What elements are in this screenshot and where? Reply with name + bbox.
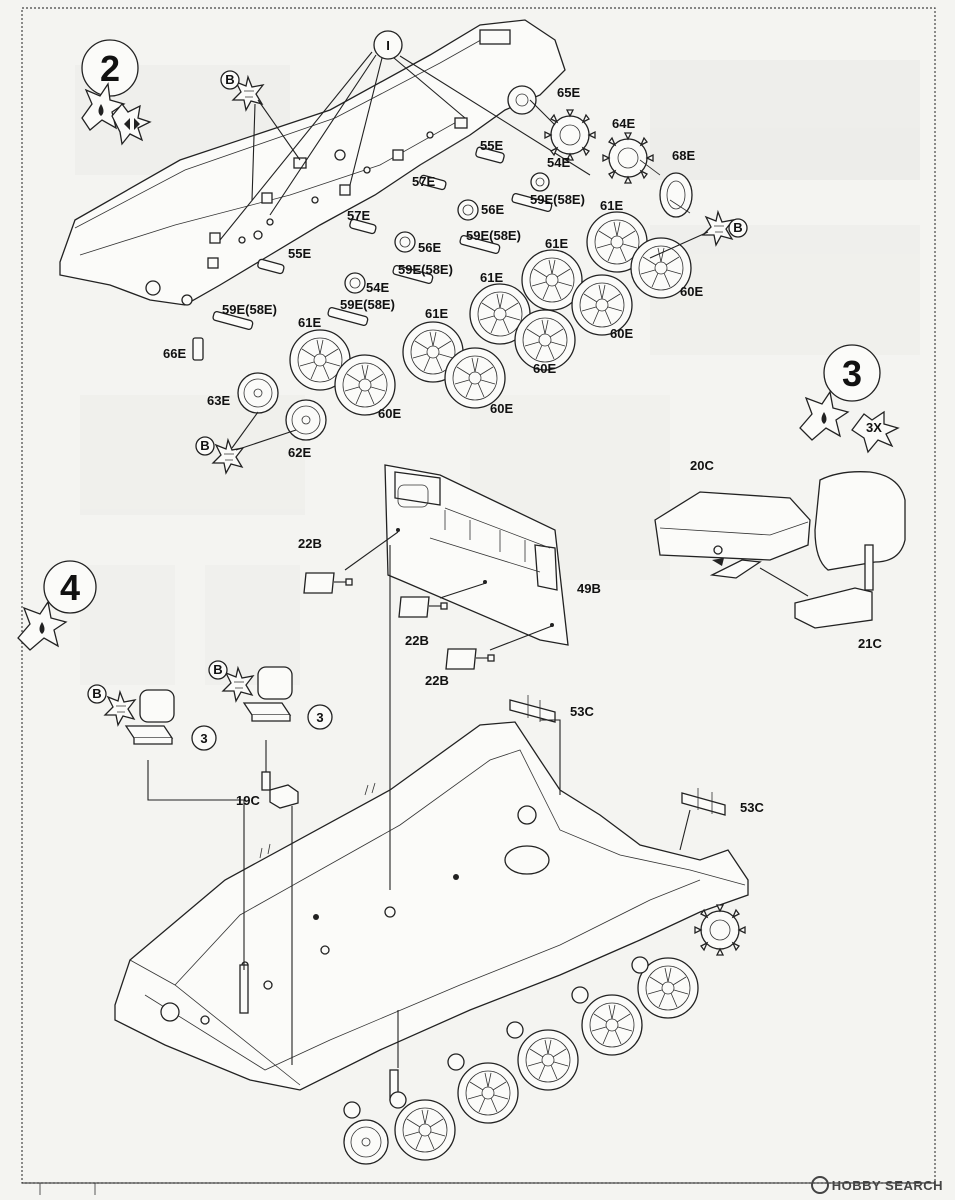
- svg-text:61E: 61E: [480, 270, 503, 285]
- hull-wheel-4: [457, 1062, 519, 1124]
- hull-idler: [343, 1119, 389, 1165]
- marker-b-4: B: [87, 684, 107, 704]
- marker-b-star-icon: [104, 691, 136, 726]
- svg-text:B: B: [733, 220, 742, 235]
- marker-b-5: B: [208, 660, 228, 680]
- seat-number-b: 3: [307, 704, 333, 730]
- svg-text:4: 4: [60, 567, 80, 608]
- svg-text:B: B: [92, 686, 101, 701]
- svg-text:3: 3: [316, 710, 323, 725]
- idler-wheel-62e: [285, 399, 327, 441]
- svg-text:I: I: [386, 38, 390, 53]
- svg-text:57E: 57E: [412, 174, 435, 189]
- bracket-53c-a: [509, 695, 556, 723]
- svg-text:61E: 61E: [600, 198, 623, 213]
- svg-text:56E: 56E: [481, 202, 504, 217]
- marker-b-3: B: [195, 436, 215, 456]
- part-labels-step2: 65E 64E 68E 55E 54E 57E 56E 59E(58E) 61E…: [163, 85, 703, 460]
- hull-wheel-5: [394, 1099, 456, 1161]
- plate-22b-c: [445, 648, 495, 670]
- label-20c: 20C: [690, 458, 714, 473]
- idler-wheel-63e: [237, 372, 279, 414]
- hull-side-step2: [59, 19, 566, 306]
- svg-text:B: B: [200, 438, 209, 453]
- sprocket-65e: [544, 109, 596, 161]
- svg-text:54E: 54E: [366, 280, 389, 295]
- label-19c: 19C: [236, 793, 260, 808]
- svg-text:60E: 60E: [490, 401, 513, 416]
- watermark-logo-icon: [810, 1176, 829, 1194]
- suspension-arms: [192, 146, 553, 361]
- marker-b-2: B: [728, 218, 748, 238]
- svg-text:63E: 63E: [207, 393, 230, 408]
- svg-text:59E(58E): 59E(58E): [466, 228, 521, 243]
- road-wheel-60e-d: [444, 347, 506, 409]
- svg-text:3: 3: [842, 353, 862, 394]
- svg-text:64E: 64E: [612, 116, 635, 131]
- leader-lines-top: [219, 51, 591, 241]
- svg-text:60E: 60E: [533, 361, 556, 376]
- svg-text:56E: 56E: [418, 240, 441, 255]
- seat-20c-21c: [654, 471, 906, 629]
- svg-text:62E: 62E: [288, 445, 311, 460]
- svg-text:61E: 61E: [545, 236, 568, 251]
- plate-22b-b: [398, 596, 448, 618]
- svg-text:B: B: [213, 662, 222, 677]
- svg-text:3: 3: [200, 731, 207, 746]
- svg-text:55E: 55E: [480, 138, 503, 153]
- step-3-badge: 3 3X: [799, 344, 900, 454]
- svg-text:B: B: [225, 72, 234, 87]
- bracket-19c: [261, 771, 299, 809]
- svg-text:60E: 60E: [378, 406, 401, 421]
- svg-text:22B: 22B: [298, 536, 322, 551]
- svg-text:22B: 22B: [425, 673, 449, 688]
- bracket-53c-b: [681, 788, 726, 816]
- hull-wheel-3: [517, 1029, 579, 1091]
- leader-lines-step4: [147, 545, 691, 1068]
- svg-text:49B: 49B: [577, 581, 601, 596]
- label-53c-a: 53C: [570, 704, 594, 719]
- label-53c-b: 53C: [740, 800, 764, 815]
- svg-text:3X: 3X: [866, 420, 882, 435]
- hull-arms: [343, 956, 649, 1119]
- svg-text:66E: 66E: [163, 346, 186, 361]
- multiplier-star-icon: [851, 410, 900, 454]
- svg-text:54E: 54E: [547, 155, 570, 170]
- svg-text:60E: 60E: [680, 284, 703, 299]
- substep-I: I: [373, 30, 403, 60]
- paint-star-icon: [111, 102, 152, 146]
- plate-22b-a: [303, 572, 353, 594]
- step-4-badge: 4: [17, 560, 97, 651]
- label-21c: 21C: [858, 636, 882, 651]
- sprocket-hull: [694, 904, 746, 956]
- svg-text:59E(58E): 59E(58E): [222, 302, 277, 317]
- svg-text:61E: 61E: [425, 306, 448, 321]
- svg-text:68E: 68E: [672, 148, 695, 163]
- hull-main-step4: [114, 721, 749, 1101]
- svg-text:55E: 55E: [288, 246, 311, 261]
- svg-text:61E: 61E: [298, 315, 321, 330]
- svg-text:59E(58E): 59E(58E): [398, 262, 453, 277]
- marker-b-1: B: [220, 70, 240, 90]
- svg-text:22B: 22B: [405, 633, 429, 648]
- step-2-badge: 2: [81, 39, 152, 146]
- sprocket-64e: [602, 132, 654, 184]
- svg-text:65E: 65E: [557, 85, 580, 100]
- hull-wheel-2: [581, 994, 643, 1056]
- svg-text:60E: 60E: [610, 326, 633, 341]
- bulkhead-49b: [384, 464, 569, 646]
- svg-text:59E(58E): 59E(58E): [530, 192, 585, 207]
- svg-text:2: 2: [100, 48, 120, 89]
- svg-text:59E(58E): 59E(58E): [340, 297, 395, 312]
- svg-text:57E: 57E: [347, 208, 370, 223]
- watermark: HOBBY SEARCH: [810, 1176, 943, 1194]
- hull-brackets: [145, 117, 468, 306]
- part-labels-bulkhead: 22B 49B 22B 22B: [298, 536, 601, 688]
- seat-number-a: 3: [191, 725, 217, 751]
- idler-tube-68e: [639, 159, 693, 218]
